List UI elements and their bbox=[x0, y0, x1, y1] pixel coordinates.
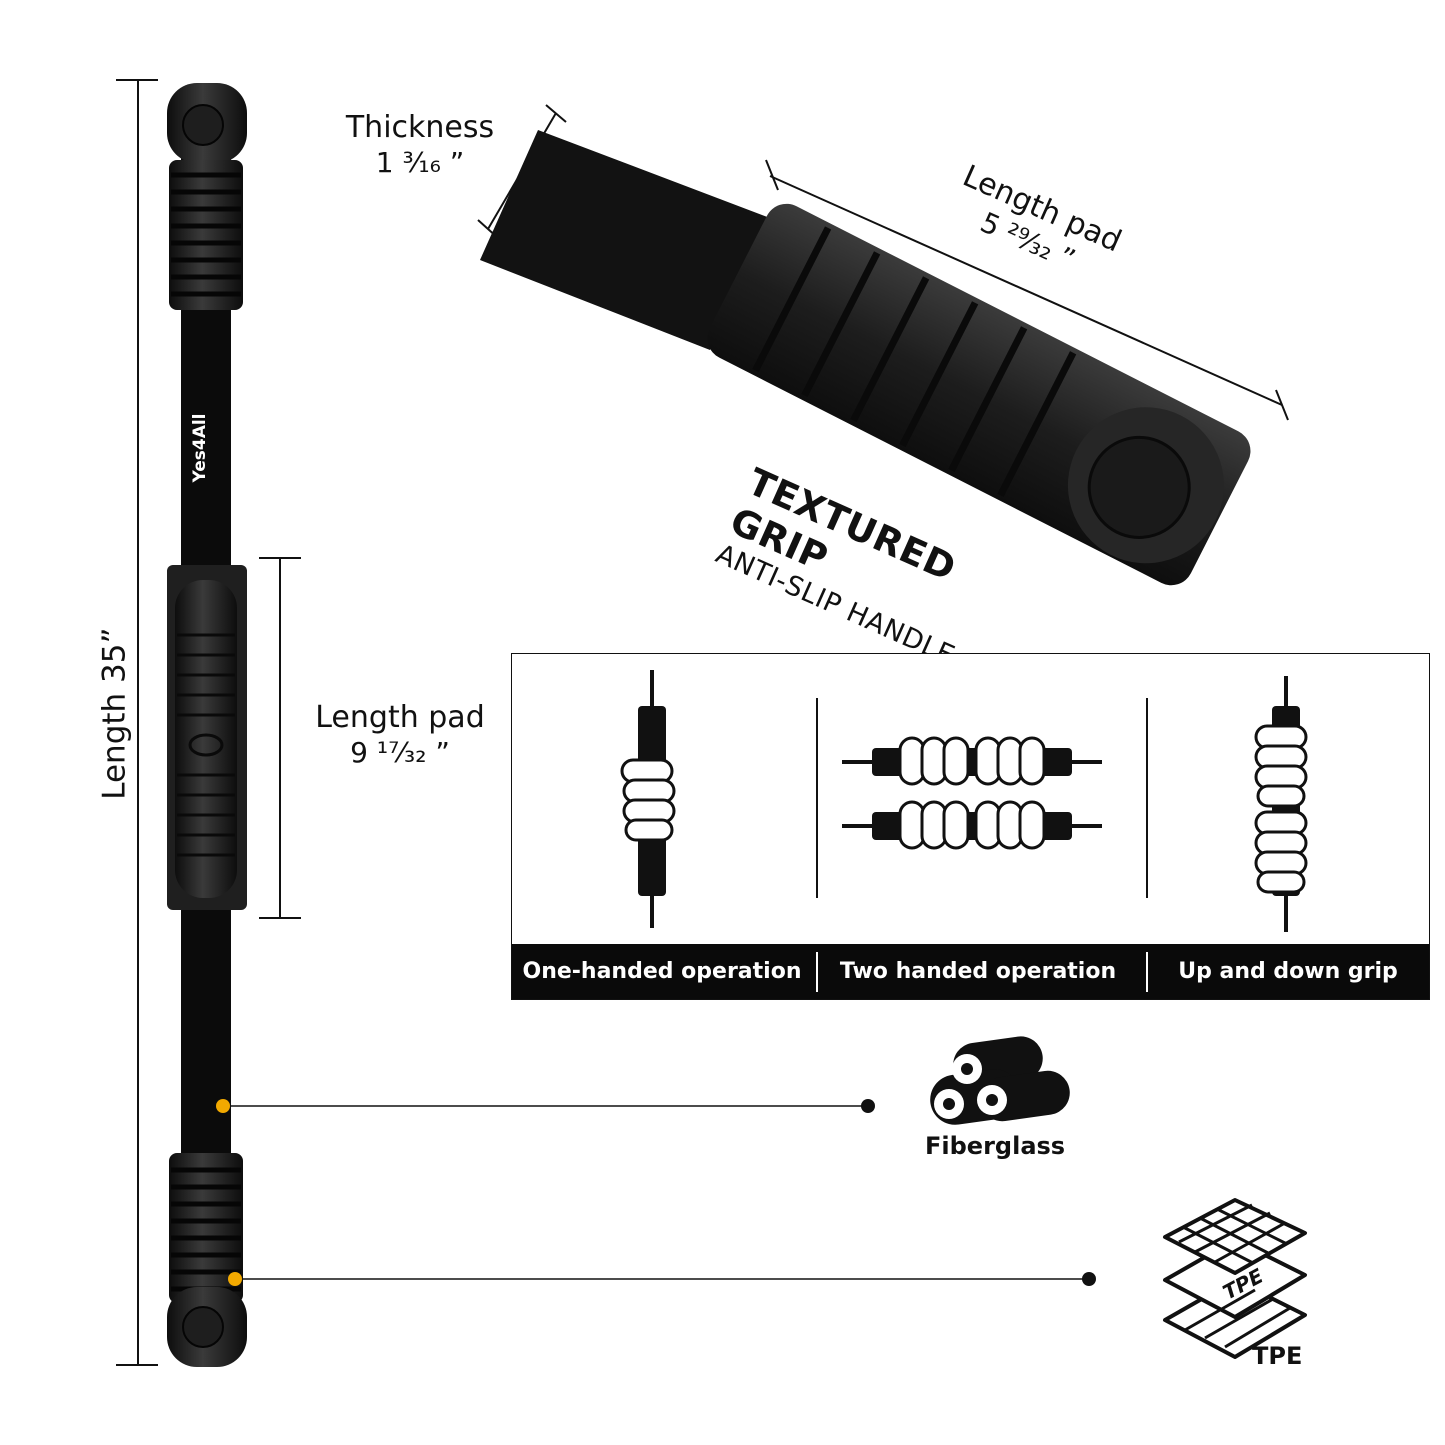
operations-caption-bar: One-handed operation Two handed operatio… bbox=[512, 944, 1429, 999]
tpe-pointer-dot bbox=[228, 1272, 242, 1286]
up-down-grip-icon bbox=[1254, 676, 1308, 932]
two-hand-grip-icon bbox=[842, 736, 1102, 850]
material-leader-lines bbox=[216, 1099, 1096, 1286]
panel-divider bbox=[816, 698, 818, 898]
caption-two-handed: Two handed operation bbox=[839, 959, 1117, 984]
twist-bar-product bbox=[167, 83, 247, 1367]
center-pad-title: Length pad bbox=[315, 700, 485, 735]
overall-length-dimension bbox=[116, 79, 158, 1366]
thickness-title: Thickness bbox=[345, 110, 495, 145]
panel-divider bbox=[1146, 698, 1148, 898]
caption-up-down: Up and down grip bbox=[1178, 959, 1398, 984]
fiberglass-rods-icon bbox=[930, 1036, 1070, 1125]
overall-length-label: Length 35” bbox=[96, 627, 133, 800]
caption-divider bbox=[1146, 952, 1148, 992]
thickness-value: 1 ³⁄₁₆ ” bbox=[375, 146, 465, 179]
brand-logo: Yes4All bbox=[190, 413, 210, 483]
fiberglass-pointer-dot bbox=[216, 1099, 230, 1113]
caption-one-handed: One-handed operation bbox=[522, 959, 802, 984]
grip-operations-panel: One-handed operation Two handed operatio… bbox=[511, 653, 1430, 1000]
one-hand-grip-icon bbox=[620, 670, 676, 928]
center-pad-value: 9 ¹⁷⁄₃₂ ” bbox=[350, 736, 450, 769]
center-pad-dimension bbox=[259, 557, 301, 919]
caption-divider bbox=[816, 952, 818, 992]
tpe-label: TPE bbox=[1252, 1342, 1303, 1370]
grip-closeup bbox=[477, 104, 1289, 586]
center-pad-label: Length pad 9 ¹⁷⁄₃₂ ” bbox=[300, 700, 500, 770]
thickness-label: Thickness 1 ³⁄₁₆ ” bbox=[330, 110, 510, 180]
tpe-layers-icon bbox=[1163, 1198, 1307, 1359]
fiberglass-label: Fiberglass bbox=[925, 1132, 1066, 1160]
